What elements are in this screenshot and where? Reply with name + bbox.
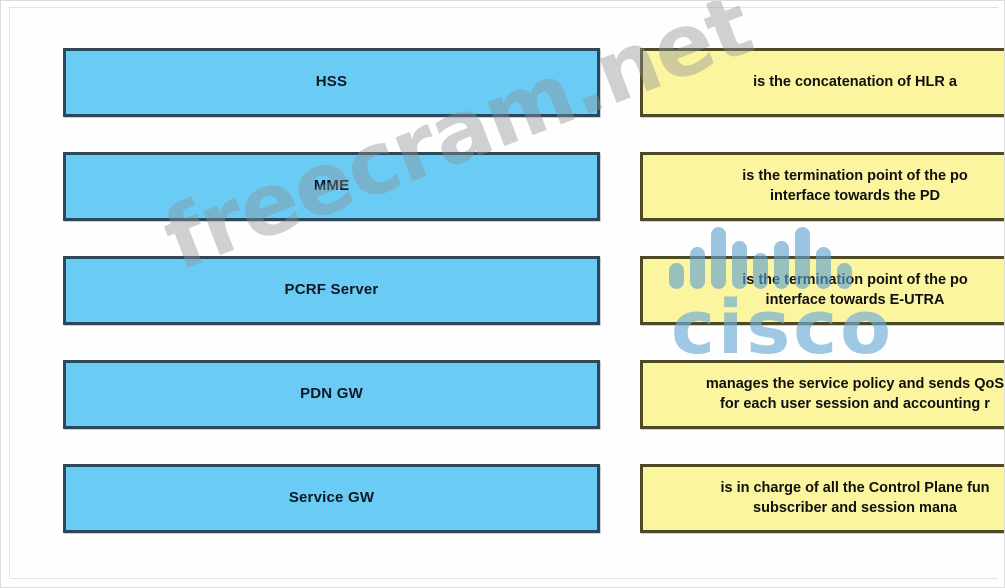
term-label: Service GW (288, 489, 375, 507)
term-box-mme[interactable]: MME (63, 152, 600, 221)
definition-box-4[interactable]: manages the service policy and sends QoS… (640, 360, 1005, 429)
term-box-service-gw[interactable]: Service GW (63, 464, 600, 533)
definition-text: is in charge of all the Control Plane fu… (720, 480, 990, 516)
term-box-pdn-gw[interactable]: PDN GW (63, 360, 600, 429)
term-label: PCRF Server (284, 281, 379, 299)
term-label: HSS (315, 73, 348, 91)
definition-box-3[interactable]: is the termination point of the po inter… (640, 256, 1004, 325)
term-box-pcrf-server[interactable]: PCRF Server (63, 256, 600, 325)
definition-text: is the termination point of the po inter… (742, 168, 968, 204)
definition-box-1[interactable]: is the concatenation of HLR a (640, 48, 1004, 117)
term-label: PDN GW (300, 385, 363, 403)
definition-text: manages the service policy and sends QoS… (705, 376, 1005, 412)
term-label: MME (313, 177, 350, 195)
definition-text: is the concatenation of HLR a (753, 73, 957, 90)
definition-text: is the termination point of the po inter… (742, 272, 968, 308)
definition-box-5[interactable]: is in charge of all the Control Plane fu… (640, 464, 1004, 533)
term-box-hss[interactable]: HSS (63, 48, 600, 117)
definition-box-2[interactable]: is the termination point of the po inter… (640, 152, 1004, 221)
